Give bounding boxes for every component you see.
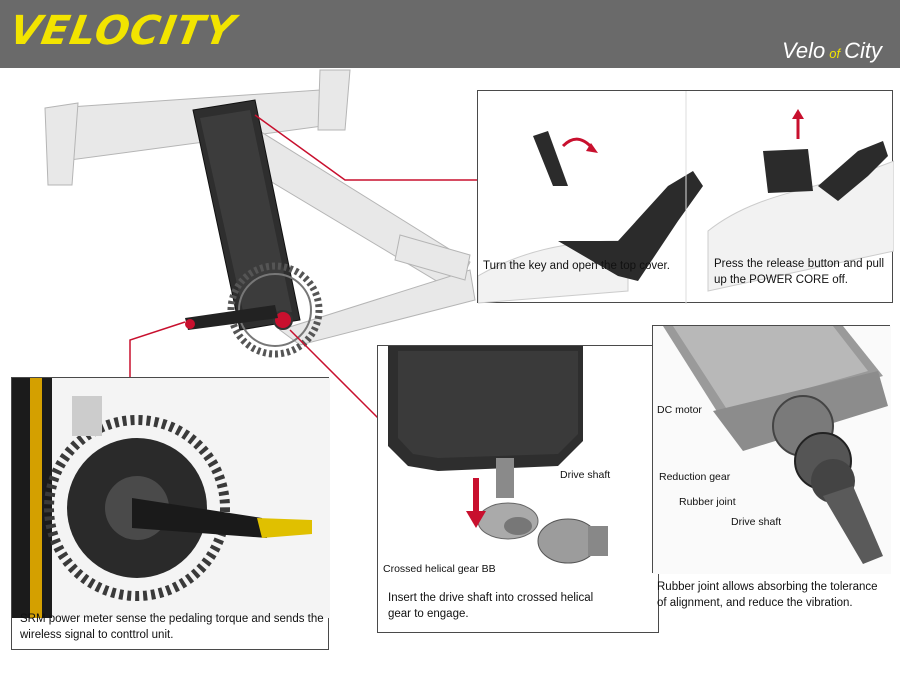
caption-srm: SRM power meter sense the pedaling torqu… [20, 613, 324, 641]
label-rubber-joint: Rubber joint [679, 496, 736, 508]
tagline-of: of [829, 46, 841, 61]
caption-pull-core: Press the release button and pull up the… [714, 258, 884, 286]
motor-assembly-graphic [653, 326, 891, 574]
panel-drive-shaft-insert: Drive shaft Crossed helical gear BB Inse… [377, 345, 659, 633]
panel-srm-power-meter: SRM power meter sense the pedaling torqu… [11, 377, 330, 650]
tagline-velo: Velo [782, 38, 826, 63]
caption-insert-shaft: Insert the drive shaft into crossed heli… [388, 592, 594, 620]
label-drive-shaft-mid: Drive shaft [560, 469, 611, 481]
label-crossed-helical-gear-bb: Crossed helical gear BB [383, 563, 496, 575]
caption-rubber-joint: Rubber joint allows absorbing the tolera… [657, 581, 878, 609]
caption-open-cover: Turn the key and open the top cover. [483, 260, 670, 272]
frame-detail-graphic [478, 91, 894, 304]
tagline-city: City [844, 38, 882, 63]
panel-power-core-removal: Turn the key and open the top cover. Pre… [477, 90, 894, 304]
gear-bb-graphic [388, 346, 608, 564]
srm-crank-graphic [12, 378, 330, 618]
label-drive-shaft-right: Drive shaft [731, 516, 782, 528]
label-reduction-gear: Reduction gear [659, 471, 731, 483]
panel-motor-assembly: DC motor Reduction gear Rubber joint Dri… [652, 325, 891, 574]
label-dc-motor: DC motor [657, 404, 702, 416]
